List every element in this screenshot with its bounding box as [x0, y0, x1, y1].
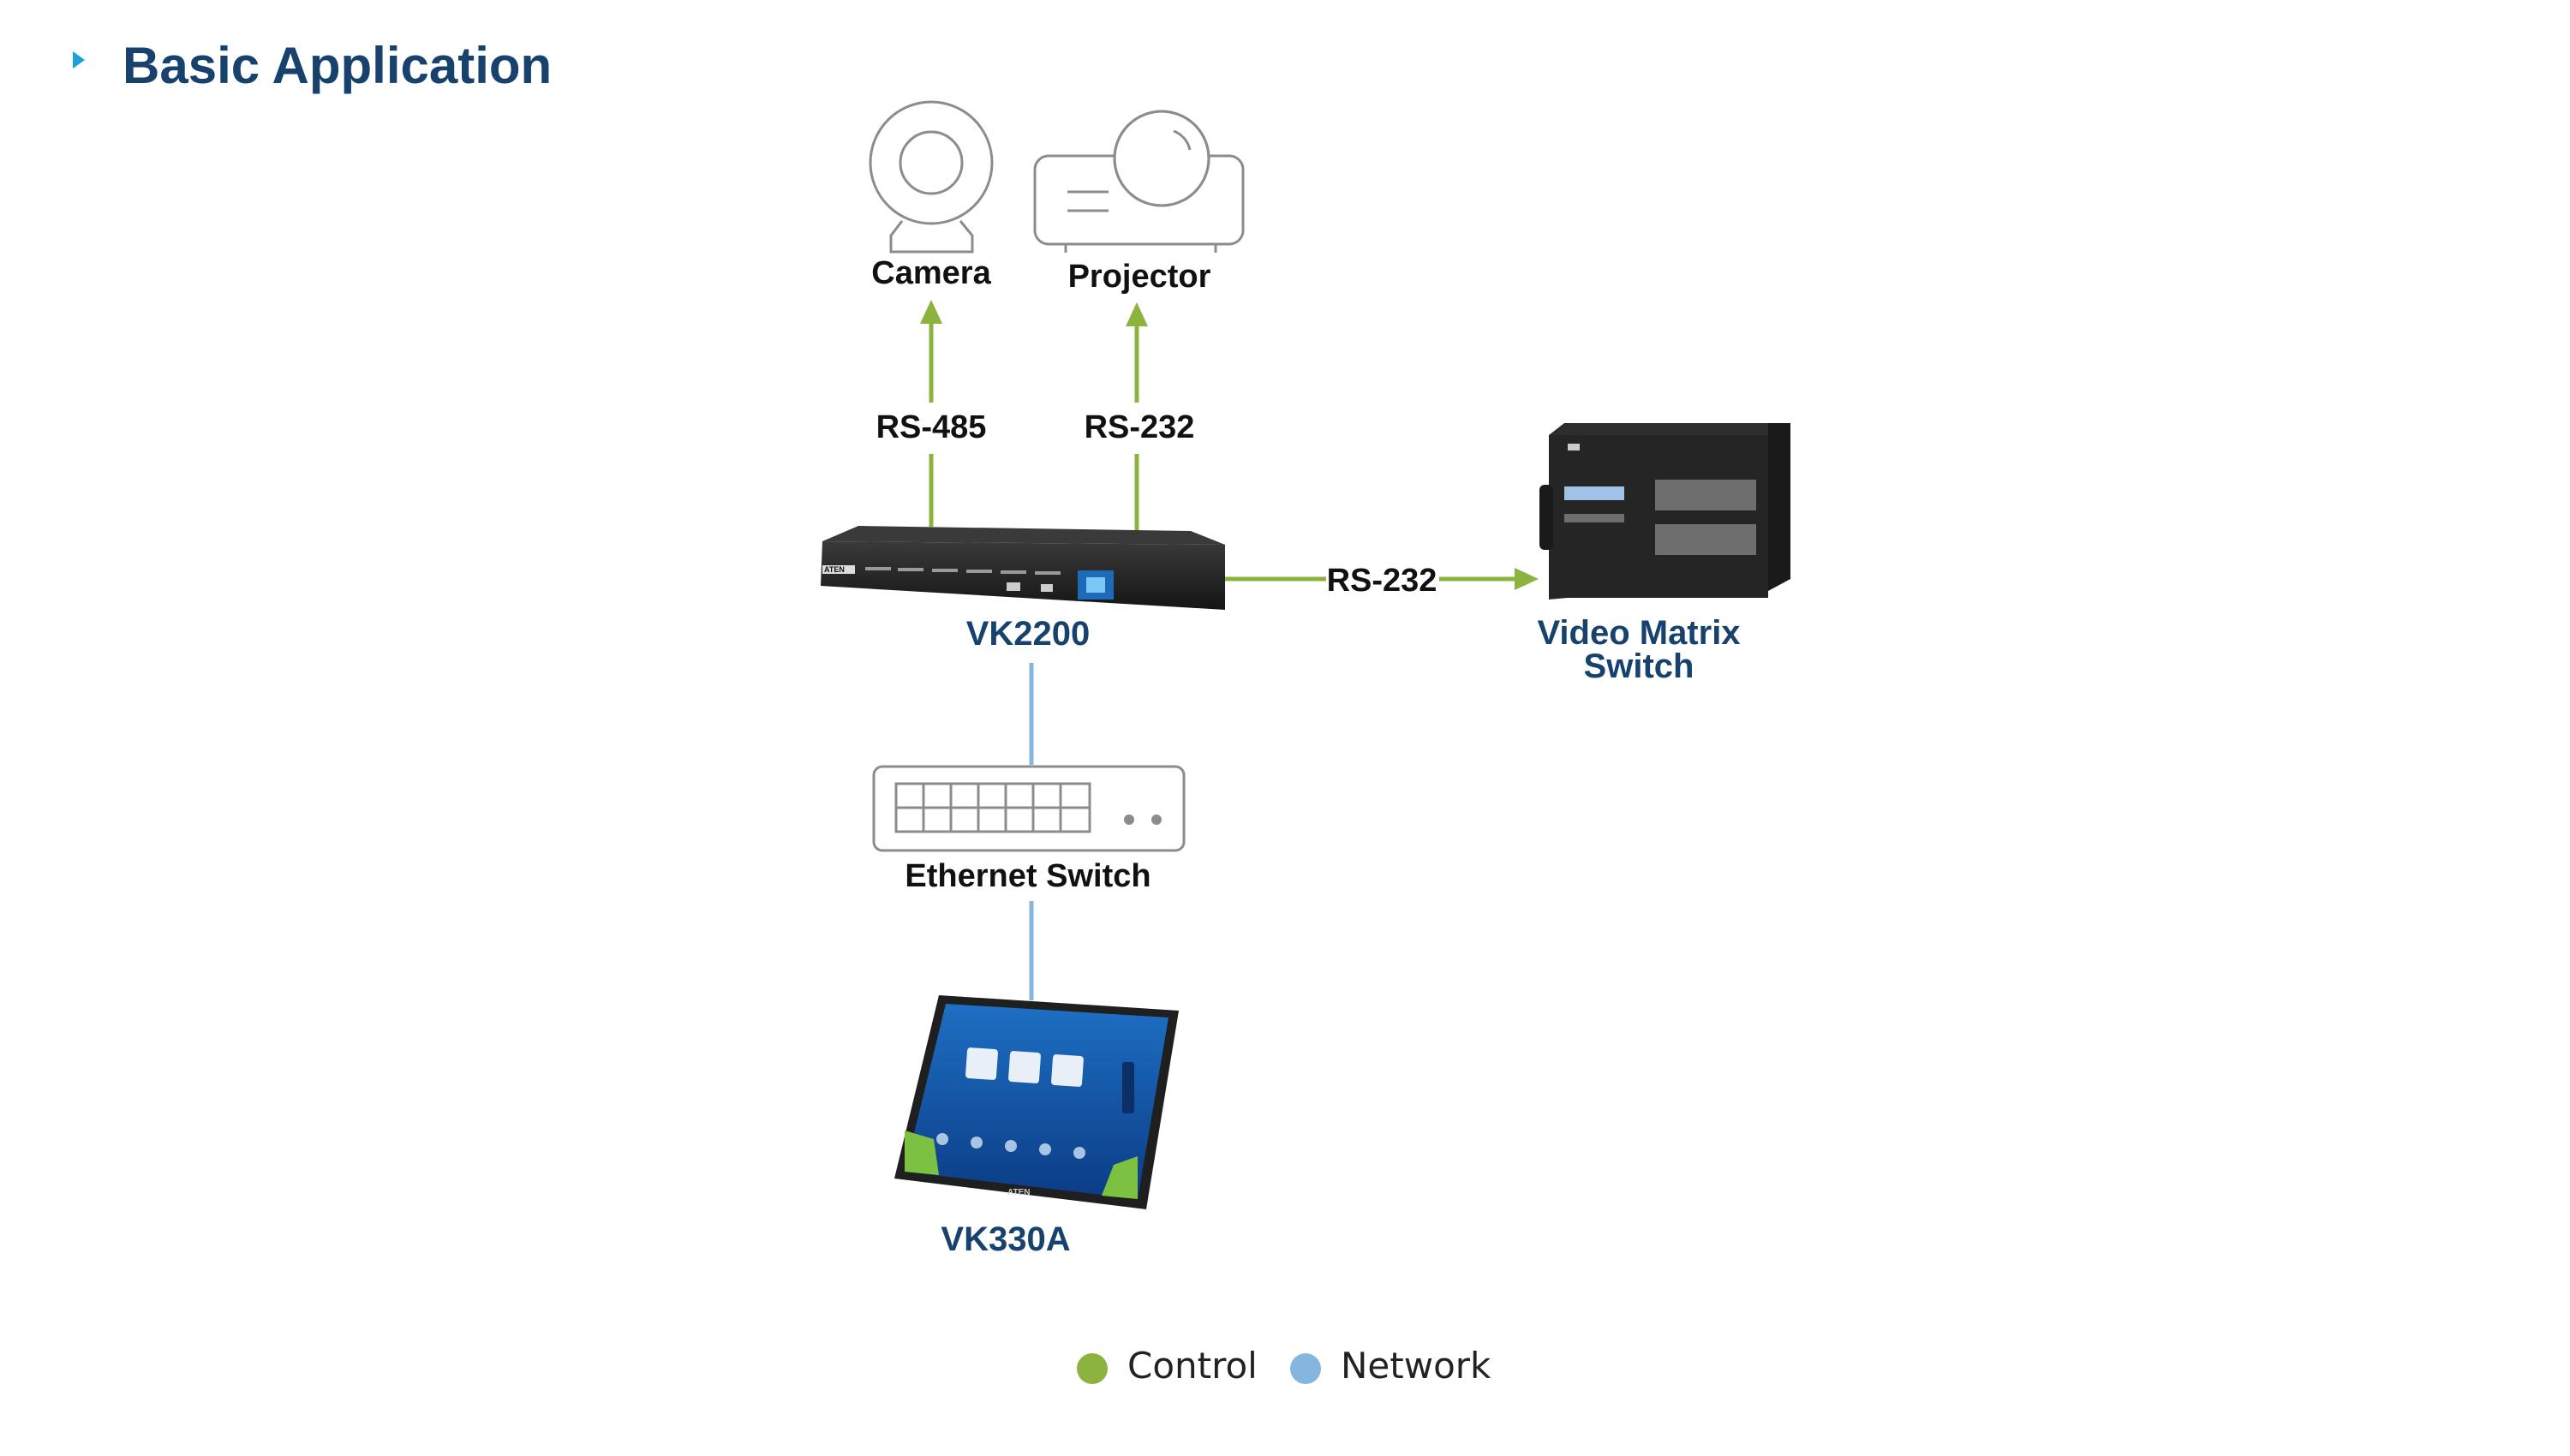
camera-link-label: RS-485 [876, 409, 987, 445]
projector-label: Projector [1067, 259, 1211, 295]
matrix-link-label: RS-232 [1326, 563, 1437, 599]
vk2200-device-image [821, 526, 1225, 610]
camera-label: Camera [871, 255, 991, 291]
camera-link-line [920, 300, 942, 527]
video-matrix-switch-image [1539, 423, 1790, 600]
camera-icon [869, 100, 994, 254]
ethernet-switch-icon [872, 765, 1186, 852]
projector-link-label: RS-232 [1084, 409, 1195, 445]
vk330a-brand-logo: ATEN [1007, 1188, 1031, 1197]
title-bullet-icon [73, 51, 85, 69]
legend-network-dot [1290, 1353, 1321, 1384]
legend-network-label: Network [1341, 1345, 1491, 1387]
vk2200-label: VK2200 [965, 615, 1091, 653]
video-matrix-switch-label: Video Matrix Switch [1537, 614, 1741, 685]
legend-control-dot [1077, 1353, 1108, 1384]
ethernet-switch-label: Ethernet Switch [905, 858, 1151, 894]
projector-link-line [1126, 302, 1148, 538]
vk330a-touchpanel-image [894, 995, 1179, 1209]
page-title: Basic Application [123, 37, 553, 94]
projector-icon [1033, 110, 1245, 253]
legend-control-label: Control [1127, 1345, 1258, 1387]
vk330a-label: VK330A [941, 1220, 1071, 1258]
vk2200-brand-logo: ATEN [824, 565, 845, 574]
matrix-link-line [1225, 568, 1539, 590]
